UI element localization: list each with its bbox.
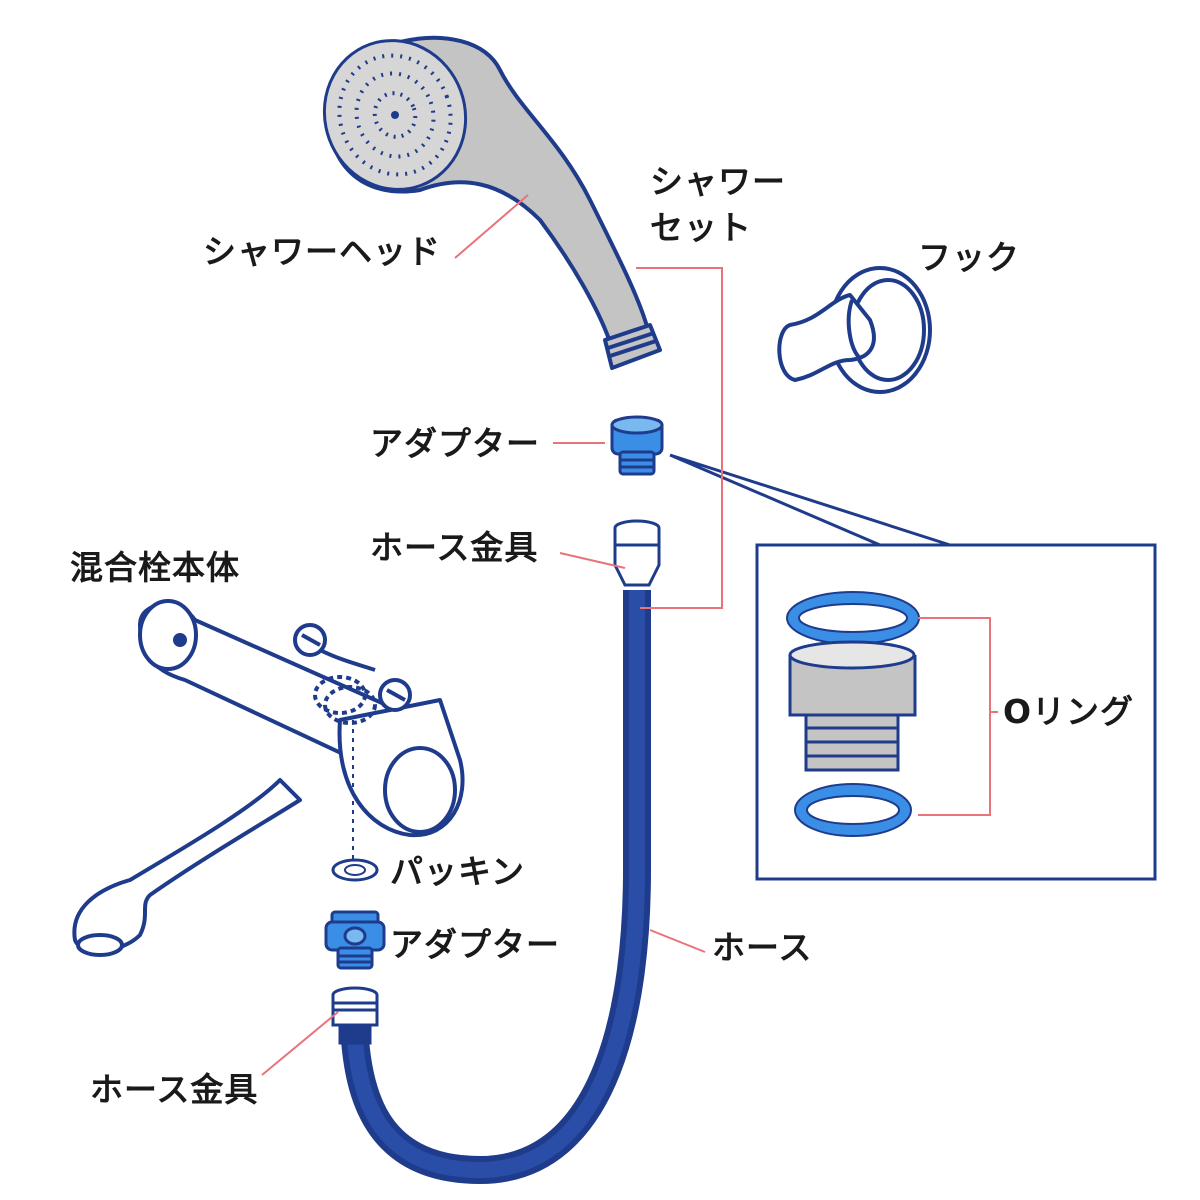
label-adapter-top: アダプター [370, 424, 540, 463]
label-hook: フック [918, 238, 1020, 277]
label-shower-head: シャワーヘッド [203, 232, 441, 271]
label-o-ring: Oリング [1003, 692, 1135, 731]
packing-icon [331, 858, 379, 882]
label-hose: ホース [712, 928, 813, 967]
label-shower-set-line1: シャワー [650, 162, 786, 201]
hose-fitting-bottom-icon [331, 986, 379, 1045]
faucet-icon [72, 599, 465, 957]
hook-icon [777, 266, 932, 394]
callout-wedge [669, 453, 951, 547]
leader-lines [261, 194, 723, 1076]
o-ring-detail-box [755, 543, 1157, 881]
label-mixer-body: 混合栓本体 [70, 548, 240, 587]
adapter-icon [610, 415, 664, 476]
o-ring-icon [795, 784, 911, 836]
label-shower-set-line2: セット [650, 208, 752, 247]
adapter-icon [324, 910, 386, 970]
shower-head-icon [322, 35, 662, 370]
label-hose-fitting-bottom: ホース金具 [90, 1070, 259, 1109]
label-hose-fitting-top: ホース金具 [370, 528, 539, 567]
hose-fitting-top-icon [613, 519, 661, 587]
label-adapter-bottom: アダプター [390, 925, 560, 964]
o-ring-icon [787, 592, 919, 644]
label-packing: パッキン [390, 852, 526, 891]
